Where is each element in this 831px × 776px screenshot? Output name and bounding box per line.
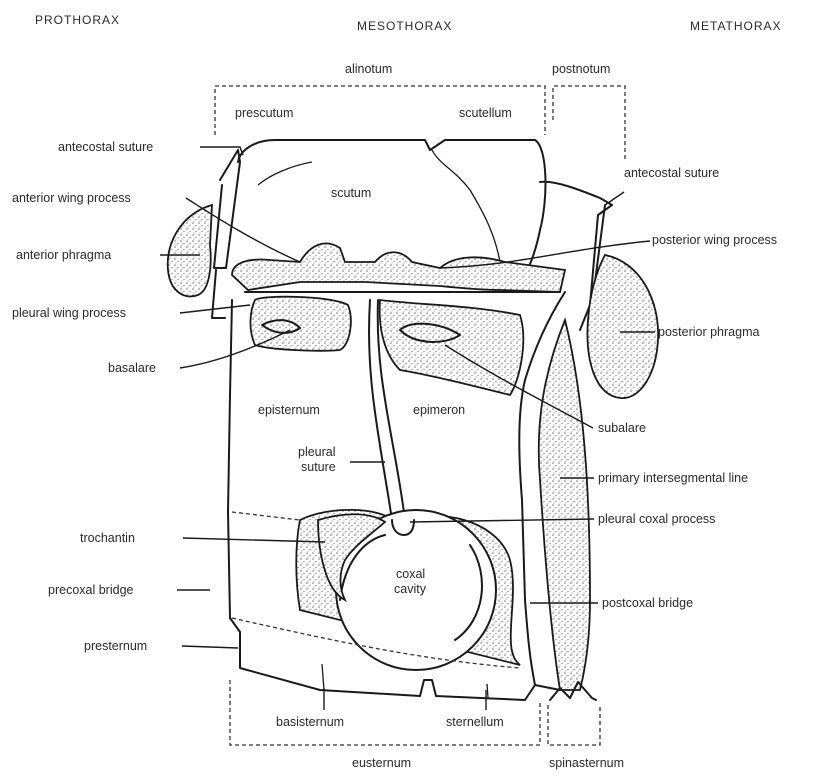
label-spinasternum: spinasternum bbox=[549, 756, 624, 770]
label-scutellum: scutellum bbox=[459, 106, 512, 120]
label-posterior-phragma: posterior phragma bbox=[658, 325, 759, 339]
header-mesothorax: MESOTHORAX bbox=[357, 19, 452, 33]
label-antecostal-suture-left: antecostal suture bbox=[58, 140, 153, 154]
postnotum-bracket bbox=[553, 86, 625, 160]
label-sternellum: sternellum bbox=[446, 715, 504, 729]
label-pleural-coxal-process: pleural coxal process bbox=[598, 512, 715, 526]
label-basisternum: basisternum bbox=[276, 715, 344, 729]
label-scutum: scutum bbox=[331, 186, 371, 200]
anterior-antecostal-strip bbox=[214, 150, 240, 268]
label-coxal-cavity-1: coxal bbox=[396, 567, 425, 581]
label-epimeron: epimeron bbox=[413, 403, 465, 417]
pleuron-outline bbox=[228, 300, 232, 618]
label-trochantin: trochantin bbox=[80, 531, 135, 545]
label-anterior-wing-process: anterior wing process bbox=[12, 191, 131, 205]
anterior-phragma-shape bbox=[168, 205, 212, 296]
eusternum-bracket bbox=[230, 680, 540, 745]
label-pleural-suture-1: pleural bbox=[298, 445, 336, 459]
spinasternum-bracket bbox=[548, 705, 600, 745]
header-prothorax: PROTHORAX bbox=[35, 13, 120, 27]
label-basalare: basalare bbox=[108, 361, 156, 375]
label-primary-intersegmental-line: primary intersegmental line bbox=[598, 471, 748, 485]
label-eusternum: eusternum bbox=[352, 756, 411, 770]
posterior-phragma-shape bbox=[587, 255, 658, 398]
label-antecostal-suture-right: antecostal suture bbox=[624, 166, 719, 180]
header-metathorax: METATHORAX bbox=[690, 19, 782, 33]
label-coxal-cavity-2: cavity bbox=[394, 582, 427, 596]
label-pleural-suture-2: suture bbox=[301, 460, 336, 474]
label-presternum: presternum bbox=[84, 639, 147, 653]
label-anterior-phragma: anterior phragma bbox=[16, 248, 111, 262]
label-prescutum: prescutum bbox=[235, 106, 293, 120]
label-postcoxal-bridge: postcoxal bridge bbox=[602, 596, 693, 610]
label-postnotum: postnotum bbox=[552, 62, 610, 76]
subalare-area bbox=[380, 300, 524, 395]
label-precoxal-bridge: precoxal bridge bbox=[48, 583, 134, 597]
intersegmental-band bbox=[539, 320, 590, 690]
label-pleural-wing-process: pleural wing process bbox=[12, 306, 126, 320]
wing-process-band bbox=[232, 243, 565, 292]
label-posterior-wing-process: posterior wing process bbox=[652, 233, 777, 247]
label-alinotum: alinotum bbox=[345, 62, 392, 76]
label-subalare: subalare bbox=[598, 421, 646, 435]
label-episternum: episternum bbox=[258, 403, 320, 417]
